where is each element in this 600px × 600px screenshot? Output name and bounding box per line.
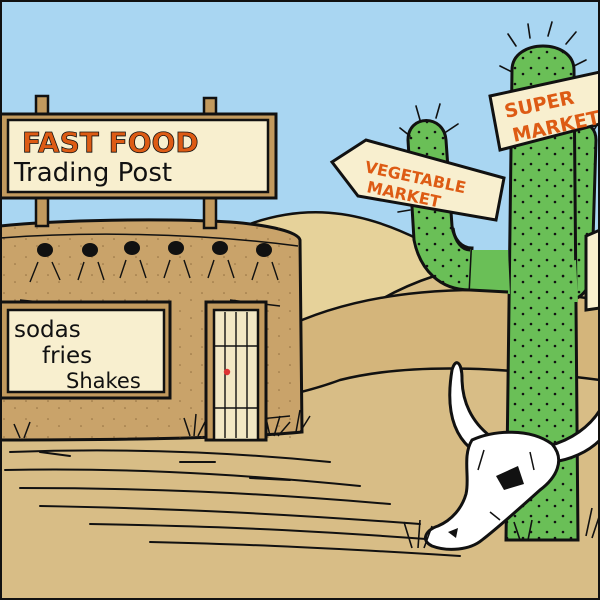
sign-subtitle: Trading Post: [13, 158, 172, 188]
sign-title: FAST FOOD: [22, 126, 199, 159]
window-sign-line-2: fries: [42, 343, 92, 369]
saguaro-cactus: [395, 21, 600, 542]
partial-sign-edge: [584, 228, 600, 312]
sign-board: [6, 118, 270, 194]
door-knob: [223, 368, 231, 376]
skull-eye: [496, 466, 524, 490]
main-sign: FAST FOOD Trading Post: [0, 94, 278, 230]
skull-horn-left: [448, 361, 493, 450]
window-sign-panel: [6, 308, 166, 394]
skull-nostril: [448, 528, 458, 538]
skull-head: [423, 430, 561, 551]
roof-vigas: [37, 241, 272, 257]
arrow-sign-super-board: [488, 70, 600, 152]
window-sign-line-1: sodas: [14, 317, 81, 343]
arrow-sign-vegetable-board: [329, 138, 506, 222]
cow-skull: [403, 361, 600, 551]
skull-horn-right: [546, 407, 600, 464]
window-sign-line-3: Shakes: [66, 369, 141, 393]
adobe-trading-post: sodas fries Shakes: [0, 218, 311, 442]
ground-streaks: [4, 449, 461, 557]
